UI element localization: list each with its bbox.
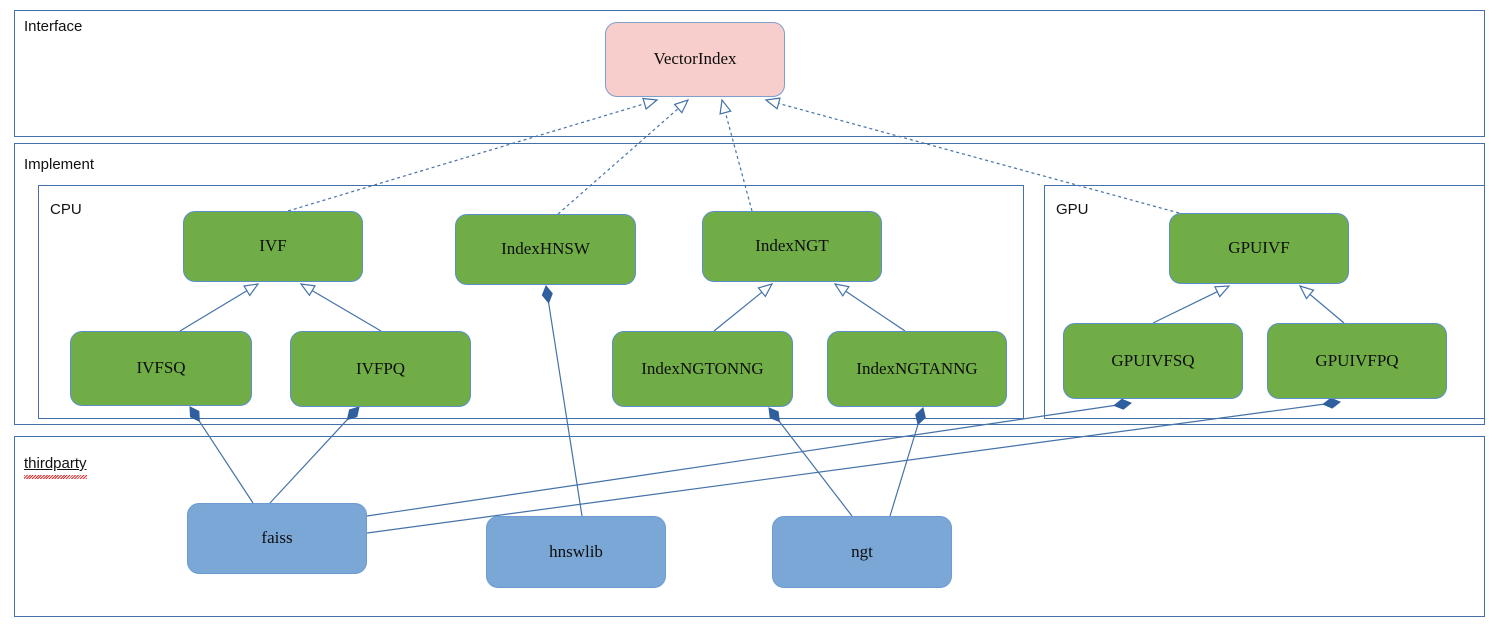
node-indexhnsw[interactable]: IndexHNSW (455, 214, 636, 285)
spellcheck-squiggle (24, 475, 87, 479)
node-hnswlib[interactable]: hnswlib (486, 516, 666, 588)
node-indexngtonng[interactable]: IndexNGTONNG (612, 331, 793, 407)
group-label-interface: Interface (24, 18, 83, 35)
group-label-cpu: CPU (50, 201, 82, 218)
group-label-implement: Implement (24, 156, 95, 173)
node-indexngt[interactable]: IndexNGT (702, 211, 882, 282)
group-label-gpu: GPU (1056, 201, 1089, 218)
node-gpuivfpq[interactable]: GPUIVFPQ (1267, 323, 1447, 399)
node-ivf[interactable]: IVF (183, 211, 363, 282)
group-label-thirdparty: thirdparty (24, 455, 87, 472)
node-gpuivf[interactable]: GPUIVF (1169, 213, 1349, 284)
node-ivfpq[interactable]: IVFPQ (290, 331, 471, 407)
node-faiss[interactable]: faiss (187, 503, 367, 574)
node-ngt[interactable]: ngt (772, 516, 952, 588)
node-vectorindex[interactable]: VectorIndex (605, 22, 785, 97)
node-gpuivfsq[interactable]: GPUIVFSQ (1063, 323, 1243, 399)
node-ivfsq[interactable]: IVFSQ (70, 331, 252, 406)
node-indexngtanng[interactable]: IndexNGTANNG (827, 331, 1007, 407)
